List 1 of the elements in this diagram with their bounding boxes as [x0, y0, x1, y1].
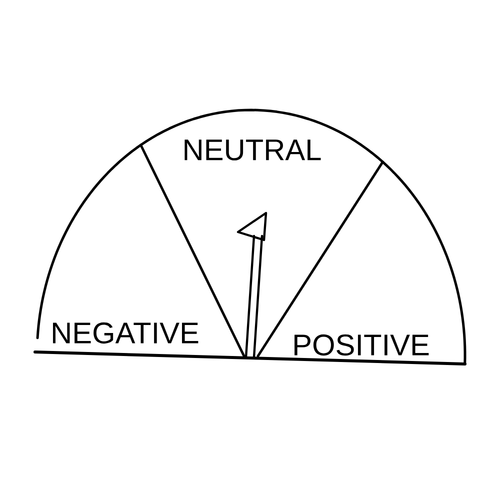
gauge-sector: POSITIVE	[294, 160, 466, 365]
